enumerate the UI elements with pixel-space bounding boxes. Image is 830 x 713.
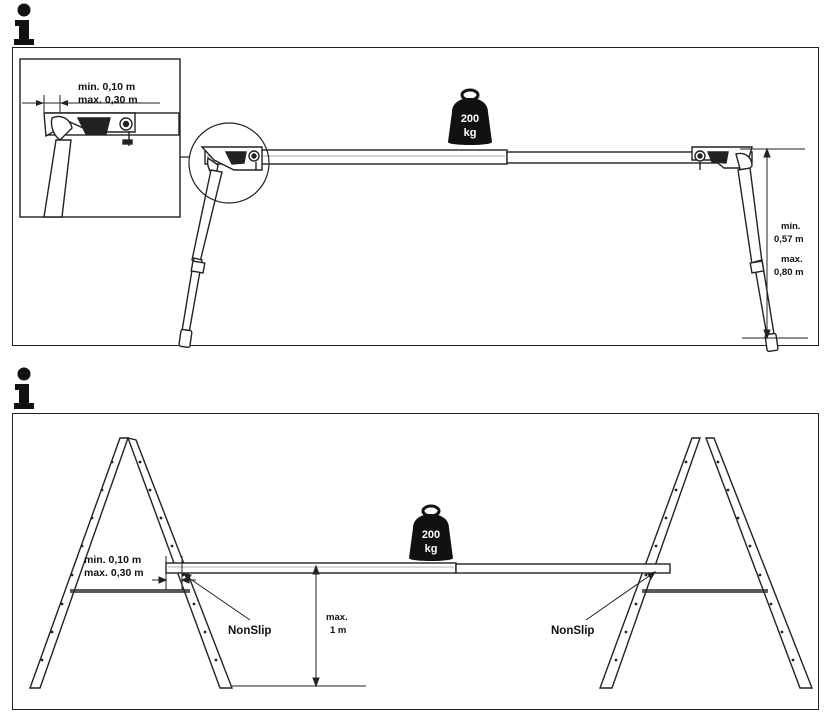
weight-value: 200 <box>422 529 440 541</box>
weight-icon <box>409 504 453 561</box>
inset-max-label: max. 0,30 m <box>78 94 138 106</box>
height-min-label: min. <box>781 221 801 232</box>
height-dimension <box>740 147 808 340</box>
right-support-head <box>691 146 753 170</box>
height-max-value: 0,80 m <box>774 267 804 278</box>
nonslip-label-right: NonSlip <box>551 625 594 637</box>
left-support-head <box>200 146 263 171</box>
height-max-label: max. <box>781 254 803 265</box>
height-min-value: 0,57 m <box>774 234 804 245</box>
weight-value: 200 <box>461 113 479 125</box>
overhang-max-label: max. 0,30 m <box>84 567 144 579</box>
right-trestle-leg <box>735 152 779 353</box>
inset-min-label: min. 0,10 m <box>78 81 135 93</box>
height-max-label: max. <box>326 612 348 623</box>
weight-icon <box>448 88 492 145</box>
weight-unit: kg <box>464 127 477 139</box>
nonslip-label-left: NonSlip <box>228 625 271 637</box>
right-ladder-rungs <box>614 460 795 662</box>
ladder-beam <box>165 562 671 574</box>
weight-unit: kg <box>425 543 438 555</box>
overhang-min-label: min. 0,10 m <box>84 554 141 566</box>
nonslip-leaders <box>182 571 657 621</box>
left-trestle-leg <box>178 156 223 349</box>
overhang-dimension <box>152 556 196 590</box>
inset-detail <box>19 58 181 218</box>
right-ladder <box>598 437 814 689</box>
info-icon <box>14 3 34 45</box>
height-dimension-bottom <box>232 564 366 688</box>
info-icon <box>14 367 34 409</box>
height-max-value: 1 m <box>330 625 346 636</box>
